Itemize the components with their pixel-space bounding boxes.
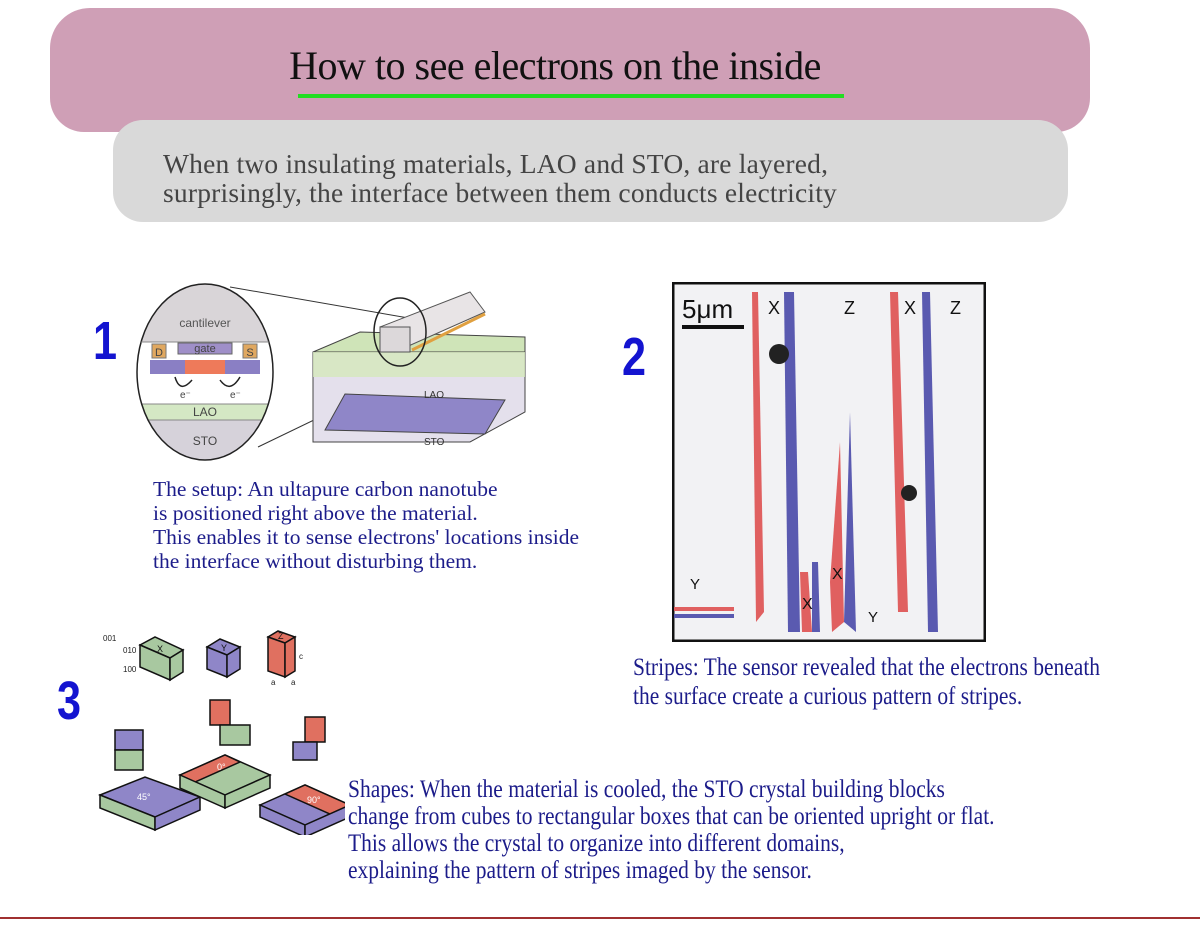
footer-divider xyxy=(0,917,1200,919)
setup-diagram: cantilever gate D S e⁻ e⁻ LAO STO LAO ST… xyxy=(136,283,526,461)
caption-line: Stripes: The sensor revealed that the el… xyxy=(633,654,1101,681)
lao-label: LAO xyxy=(424,390,444,401)
panel-number-1: 1 xyxy=(93,311,118,371)
stripe-label: X xyxy=(768,298,780,318)
block-label: c xyxy=(299,652,303,661)
page-title: How to see electrons on the inside xyxy=(289,43,821,88)
stripe-label: Y xyxy=(690,576,700,593)
caption-line: explaining the pattern of stripes imaged… xyxy=(348,857,812,884)
stripe-label: Y xyxy=(868,609,878,626)
caption-line: is positioned right above the material. xyxy=(153,501,478,525)
axis-label: 100 xyxy=(123,665,137,674)
scale-label: 5μm xyxy=(682,294,733,324)
sto-label: STO xyxy=(193,434,217,448)
angle-label: 90° xyxy=(307,795,321,805)
stripe-label: X xyxy=(904,298,916,318)
block-label: a xyxy=(291,678,296,687)
subtitle-line: surprisingly, the interface between them… xyxy=(163,177,837,208)
block-label: Y xyxy=(221,643,227,653)
caption-line: The setup: An ultapure carbon nanotube xyxy=(153,477,498,501)
axis-label: 010 xyxy=(123,646,137,655)
angle-label: 45° xyxy=(137,792,151,802)
stripe-label: X xyxy=(802,596,813,613)
caption-line: Shapes: When the material is cooled, the… xyxy=(348,776,945,803)
electron-label: e⁻ xyxy=(230,390,241,401)
source-label: S xyxy=(246,347,253,359)
block-label: Z xyxy=(278,631,284,641)
drain-label: D xyxy=(155,347,163,359)
block-label: X xyxy=(157,644,163,654)
panel-number-3: 3 xyxy=(57,671,82,731)
angle-label: 0° xyxy=(217,762,226,772)
crystal-blocks-diagram: 001 010 100 X Y Z c a a 45° 0° 90° xyxy=(97,630,345,835)
title-underline xyxy=(298,94,844,98)
subtitle-box xyxy=(113,120,1068,222)
gate-label: gate xyxy=(194,343,215,355)
subtitle-line: When two insulating materials, LAO and S… xyxy=(163,148,829,179)
stripe-image: 5μm X Z X Z X X Y Y xyxy=(672,282,986,642)
stripe-label: Z xyxy=(844,298,855,318)
cantilever-label: cantilever xyxy=(179,316,230,330)
title-banner xyxy=(50,8,1090,132)
axis-label: 001 xyxy=(103,634,117,643)
lao-label: LAO xyxy=(193,405,217,419)
stripe-label: X xyxy=(832,566,843,583)
block-label: a xyxy=(271,678,276,687)
electron-label: e⁻ xyxy=(180,390,191,401)
sto-label: STO xyxy=(424,437,445,448)
caption-line: change from cubes to rectangular boxes t… xyxy=(348,803,995,830)
caption-line: the interface without disturbing them. xyxy=(153,549,478,573)
panel-number-2: 2 xyxy=(622,327,647,387)
caption-line: the surface create a curious pattern of … xyxy=(633,683,1023,710)
caption-line: This allows the crystal to organize into… xyxy=(348,830,845,857)
stripe-label: Z xyxy=(950,298,961,318)
caption-line: This enables it to sense electrons' loca… xyxy=(153,525,580,549)
